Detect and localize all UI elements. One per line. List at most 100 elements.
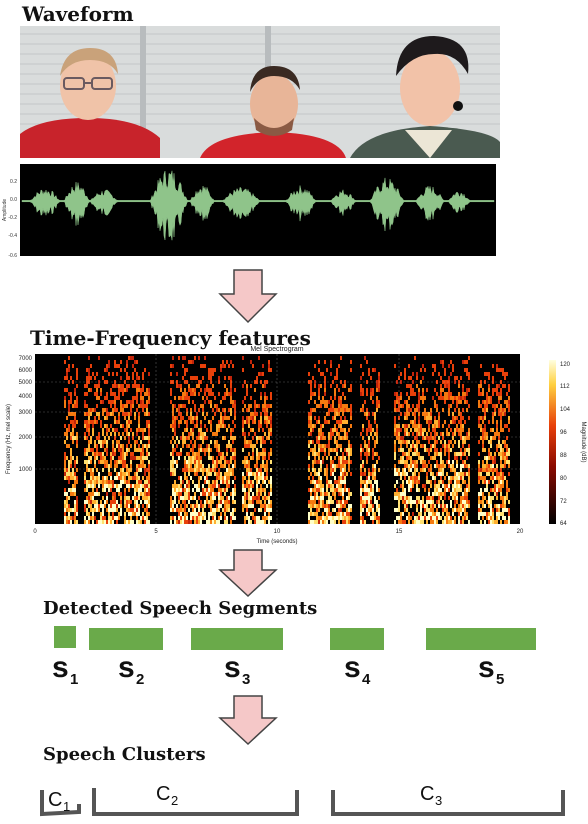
spectrogram-cell [258,372,260,376]
spectrogram-cell [508,420,510,424]
spectrogram-cell [318,500,320,504]
spectrogram-cell [368,412,370,416]
spectrogram-cell [308,512,310,516]
spectrogram-cell [72,508,74,512]
spectrogram-cell [326,444,328,448]
spectrogram-cell [186,444,188,448]
spectrogram-cell [122,460,124,464]
spectrogram-cell [394,520,396,524]
spectrogram-cell [438,452,440,456]
spectrogram-cell [364,400,366,404]
spectrogram-cell [506,452,508,456]
spectrogram-cell [144,368,146,372]
spectrogram-cell [466,500,468,504]
spectrogram-cell [492,468,494,472]
spectrogram-cell [114,408,116,412]
spectrogram-cell [308,432,310,436]
spectrogram-cell [74,512,76,516]
spectrogram-cell [136,504,138,508]
spectrogram-cell [490,476,492,480]
spectrogram-cell [466,512,468,516]
spectrogram-cell [220,512,222,516]
spectrogram-cell [496,464,498,468]
spectrogram-cell [334,448,336,452]
spectrogram-cell [478,388,480,392]
spectrogram-cell [208,500,210,504]
waveform-ytick: 0.0 [10,197,17,203]
spectrogram-cell [216,504,218,508]
spectrogram-cell [364,496,366,500]
spectrogram-cell [340,424,342,428]
spectrogram-cell [182,500,184,504]
spectrogram-cell [360,480,362,484]
spectrogram-cell [372,464,374,468]
spectrogram-cell [76,420,78,424]
spectrogram-cell [252,412,254,416]
spectrogram-cell [144,508,146,512]
spectrogram-cell [320,432,322,436]
spectrogram-cell [220,464,222,468]
spectrogram-cell [432,496,434,500]
spectrogram-cell [210,488,212,492]
spectrogram-cell [340,416,342,420]
spectrogram-cell [190,360,192,364]
spectrogram-cell [442,408,444,412]
spectrogram-cell [200,444,202,448]
spectrogram-cell [108,412,110,416]
spectrogram-cell [224,488,226,492]
spectrogram-cell [374,468,376,472]
spectrogram-cell [208,468,210,472]
spectrogram-cell [76,512,78,516]
spectrogram-cell [434,476,436,480]
spectrogram-cell [464,516,466,520]
spectrogram-cell [398,496,400,500]
spectrogram-cell [426,416,428,420]
spectrogram-cell [432,364,434,368]
spectrogram-cell [314,488,316,492]
spectrogram-cell [450,420,452,424]
spectrogram-cell [222,508,224,512]
spectrogram-cell [316,404,318,408]
spectrogram-cell [144,516,146,520]
speech-clusters: C 1 C 2 C 3 [40,783,565,817]
spectrogram-cell [360,384,362,388]
spectrogram-cell [374,368,376,372]
spectrogram-cell [66,428,68,432]
spectrogram-cell [206,472,208,476]
spectrogram-cell [144,468,146,472]
spectrogram-cell [232,452,234,456]
spectrogram-cell [506,520,508,524]
spectrogram-cell [360,516,362,520]
spectrogram-cell [364,472,366,476]
speech-segments: s 1 s 2 s 3 s 4 s 5 [52,626,536,688]
spectrogram-cell [242,504,244,508]
spectrogram-cell [440,472,442,476]
spectrogram-cell [460,436,462,440]
spectrogram-cell [242,432,244,436]
spectrogram-cell [322,436,324,440]
spectrogram-cell [200,404,202,408]
spectrogram-cell [374,472,376,476]
spectrogram-cell [124,388,126,392]
spectrogram-cell [486,516,488,520]
spectrogram-cell [140,448,142,452]
cluster-label-letter: C [48,789,62,811]
spectrogram-cell [436,460,438,464]
spectrogram-cell [70,464,72,468]
spectrogram-cell [430,468,432,472]
spectrogram-cell [400,512,402,516]
spectrogram-cell [64,460,66,464]
spectrogram-cell [508,464,510,468]
down-arrow-icon [218,549,278,598]
spectrogram-cell [330,404,332,408]
spectrogram-cell [452,484,454,488]
spectrogram-cell [396,392,398,396]
spectrogram-cell [76,440,78,444]
spectrogram-cell [456,480,458,484]
spectrogram-cell [440,480,442,484]
spectrogram-cell [348,520,350,524]
spectrogram-cell [228,444,230,448]
spectrogram-cell [368,508,370,512]
spectrogram-cell [404,496,406,500]
spectrogram-cell [100,392,102,396]
